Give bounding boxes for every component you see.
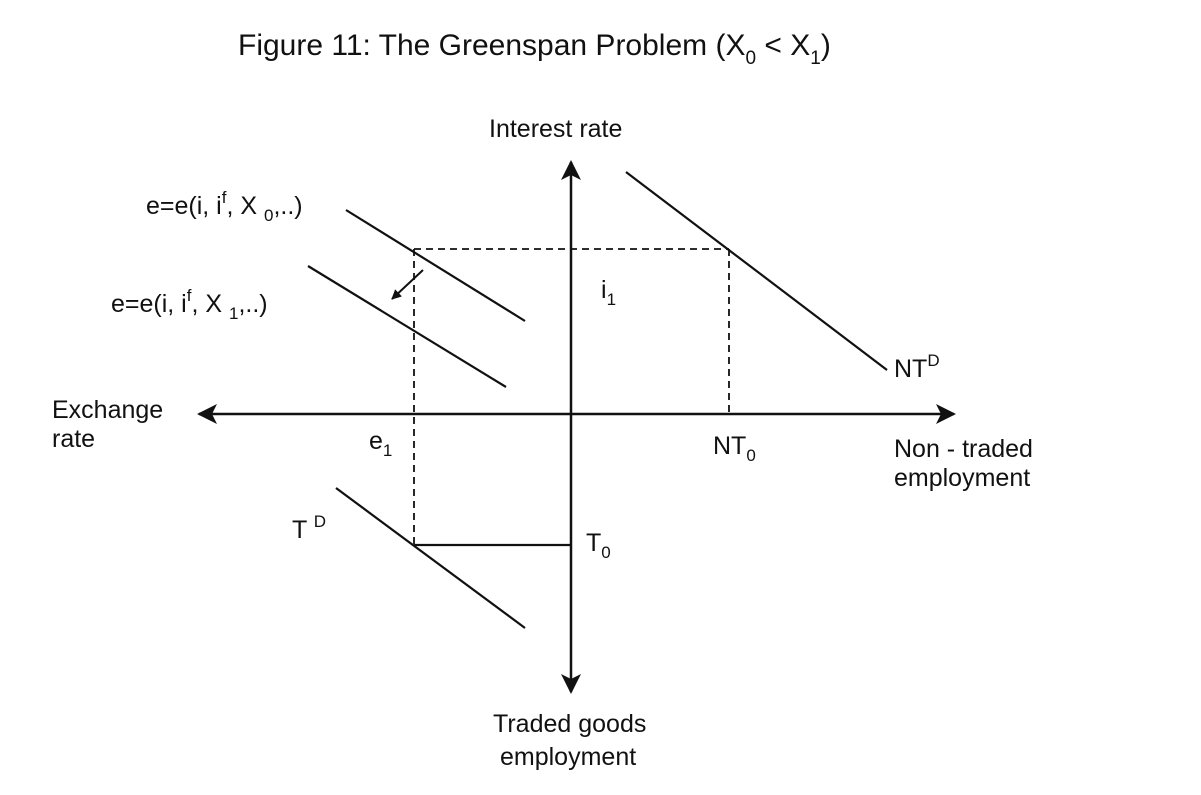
figure-title-lt: < X [756,29,811,62]
curve-td [335,487,526,629]
curve-ntd [625,171,888,371]
point-label-t0: T0 [586,528,611,568]
figure-title: Figure 11: The Greenspan Problem (X0 < X… [238,28,831,77]
curve-label-ntd: NTD [894,346,940,384]
axis-label-west-2: rate [52,425,96,453]
curve-label-e-x0-sup: f [221,188,227,207]
point-label-e1-base: e [369,427,383,455]
point-label-i1-sub: 1 [606,290,617,309]
figure-title-sub0: 0 [745,48,757,69]
curve-label-e-x1: e=e(i, if, X 1,..) [111,281,268,329]
axis-label-north: Interest rate [489,115,623,143]
curve-label-e-x0-pre: e=e(i, i [146,192,222,220]
curve-label-e-x1-post: ,..) [238,290,268,318]
curve-label-e-x0: e=e(i, if, X 0,..) [146,183,303,231]
curve-label-td-sup: D [313,512,327,531]
axis-label-east-1: Non - traded [894,435,1033,463]
curve-e-x0 [345,209,526,322]
point-label-t0-base: T [586,529,602,557]
axis-label-south-2: employment [500,743,637,771]
shift-arrow [391,269,424,300]
curve-label-e-x0-sub: 0 [263,206,274,225]
figure-title-sub1: 1 [810,48,821,69]
point-label-e1: e1 [369,426,392,466]
curve-label-e-x1-mid: , X [191,290,229,318]
point-label-t0-sub: 0 [601,543,611,562]
curve-label-e-x1-sub: 1 [228,304,239,323]
point-label-e1-sub: 1 [382,441,393,460]
curve-label-e-x0-mid: , X [226,192,264,220]
curve-label-td: T D [292,507,326,545]
point-label-nt0: NT0 [713,431,756,471]
axis-label-west-1: Exchange [52,396,164,424]
point-label-i1: i1 [601,275,616,315]
axis-label-east-2: employment [894,464,1031,492]
curve-label-e-x1-pre: e=e(i, i [111,290,187,318]
curve-label-ntd-base: NT [894,355,928,383]
curve-label-ntd-sup: D [927,351,940,370]
point-label-nt0-base: NT [713,432,747,460]
axis-label-south-1: Traded goods [493,710,647,738]
figure-title-close: ) [820,29,831,62]
curve-label-e-x0-post: ,..) [273,192,303,220]
figure-title-main: Figure 11: The Greenspan Problem (X [238,29,746,62]
curve-e-x1 [307,265,507,388]
curve-label-td-base: T [292,516,307,544]
curve-label-e-x1-sup: f [186,286,192,305]
point-label-i1-base: i [601,276,607,304]
point-label-nt0-sub: 0 [746,446,756,465]
